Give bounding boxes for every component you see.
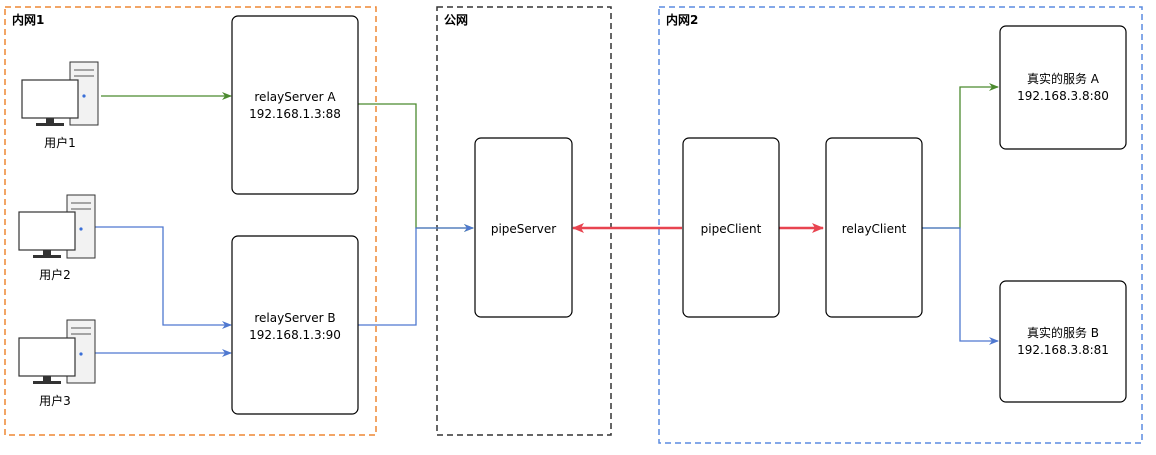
relay-client-name: relayClient xyxy=(842,222,907,236)
arrow-relayclient-service-b xyxy=(922,227,999,345)
service-b-name: 真实的服务 B xyxy=(1027,325,1099,340)
service-b-addr: 192.168.3.8:81 xyxy=(1017,343,1109,357)
user2[interactable]: 用户2 xyxy=(18,194,96,282)
service-b-box[interactable]: 真实的服务 B 192.168.3.8:81 xyxy=(999,280,1127,403)
service-a-box[interactable]: 真实的服务 A 192.168.3.8:80 xyxy=(999,25,1127,150)
service-a-name: 真实的服务 A xyxy=(1027,71,1100,86)
computer-icon xyxy=(21,61,99,126)
relay-server-a-addr: 192.168.1.3:88 xyxy=(249,107,341,121)
user2-label: 用户2 xyxy=(39,267,71,282)
pipe-client-name: pipeClient xyxy=(701,222,762,236)
zone-public: 公网 xyxy=(436,6,612,436)
connectors xyxy=(95,83,999,357)
zone-intranet1-label: 内网1 xyxy=(12,12,44,27)
pipe-server-box[interactable]: pipeServer xyxy=(474,137,573,318)
arrow-relayclient-service-a xyxy=(922,83,999,229)
relay-server-b-box[interactable]: relayServer B 192.168.1.3:90 xyxy=(231,235,359,415)
pipe-server-name: pipeServer xyxy=(491,222,556,236)
zone-intranet2: 内网2 xyxy=(658,6,1143,444)
user1[interactable]: 用户1 xyxy=(21,61,99,150)
computer-icon xyxy=(18,194,96,259)
arrow-user2-relay-b xyxy=(95,226,232,329)
service-a-addr: 192.168.3.8:80 xyxy=(1017,89,1109,103)
pipe-client-box[interactable]: pipeClient xyxy=(682,137,780,318)
user3[interactable]: 用户3 xyxy=(18,319,96,408)
user1-label: 用户1 xyxy=(44,135,76,150)
user3-label: 用户3 xyxy=(39,393,71,408)
zone-intranet2-label: 内网2 xyxy=(666,12,698,27)
zone-public-label: 公网 xyxy=(444,13,468,27)
arrow-relay-b-pipeserver xyxy=(358,224,474,326)
relay-server-b-addr: 192.168.1.3:90 xyxy=(249,328,341,342)
relay-server-a-name: relayServer A xyxy=(254,90,336,104)
relay-server-a-box[interactable]: relayServer A 192.168.1.3:88 xyxy=(231,15,359,195)
zone-intranet1: 内网1 xyxy=(4,6,377,436)
relay-server-b-name: relayServer B xyxy=(254,311,335,325)
relay-client-box[interactable]: relayClient xyxy=(825,137,923,318)
computer-icon xyxy=(18,319,96,384)
